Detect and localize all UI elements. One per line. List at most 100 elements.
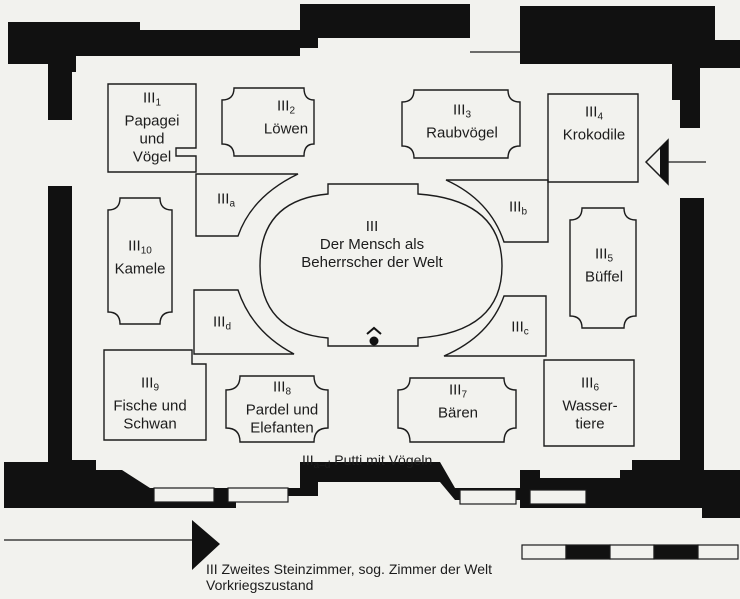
room-sub: 3 — [465, 109, 472, 121]
room-text: Krokodile — [562, 126, 626, 144]
room-sub: b — [521, 206, 528, 218]
room-num: III — [128, 237, 141, 255]
room-num: III — [365, 218, 379, 235]
room-sub: 10 — [140, 245, 152, 257]
room-label-c: IIIc — [511, 319, 529, 342]
room-num: III — [140, 374, 154, 392]
room-sub: 7 — [461, 389, 468, 401]
scale-bar-icon — [521, 544, 739, 560]
room-outline-1 — [107, 83, 197, 173]
bottom-openings — [153, 487, 587, 505]
room-outline-c — [443, 295, 547, 357]
bottom-opening-4 — [529, 489, 587, 505]
top-wall-left — [8, 4, 470, 120]
bottom-wall-right — [300, 462, 740, 518]
room-outline-10 — [107, 197, 173, 325]
room-text: tiere — [575, 415, 605, 433]
room-text: Vögel — [132, 148, 172, 166]
room-text: Wasser- — [562, 397, 618, 415]
legend-num: III — [302, 452, 314, 468]
room-sub: c — [523, 326, 529, 338]
room-sub: 8 — [285, 386, 292, 398]
room-label-b: IIIb — [509, 199, 527, 222]
room-num: III — [212, 313, 226, 331]
room-text: Beherrscher der Welt — [301, 254, 443, 271]
room-text: Fische und — [113, 397, 187, 415]
room-outline-center — [259, 183, 503, 347]
room-sub: 1 — [155, 97, 162, 109]
room-text: Elefanten — [250, 419, 314, 437]
room-num: III — [216, 190, 230, 208]
room-sub: 5 — [607, 253, 614, 265]
legend-putti: IIIa–d Putti mit Vögeln — [302, 452, 432, 471]
room-text: Bären — [437, 404, 479, 422]
room-sub: a — [229, 198, 236, 210]
room-num: III — [276, 97, 290, 115]
room-text: Papagei — [124, 112, 180, 130]
room-sub: d — [225, 321, 232, 333]
room-num: III — [508, 198, 522, 216]
bottom-opening-2 — [227, 487, 289, 503]
room-outline-a — [195, 173, 299, 237]
room-outline-d — [193, 289, 295, 355]
room-text: Schwan — [123, 415, 177, 433]
room-num: III — [448, 381, 462, 399]
bottom-wall-left — [4, 462, 318, 508]
room-label-center: III Der Mensch als Beherrscher der Welt — [301, 218, 442, 272]
room-label-10: III10 Kamele — [115, 238, 166, 279]
right-wall — [632, 198, 704, 470]
room-num: III — [272, 378, 286, 396]
room-sub: 9 — [153, 382, 160, 394]
room-label-8: III8 Pardel und Elefanten — [246, 379, 319, 438]
bottom-opening-3 — [459, 489, 517, 505]
room-label-9: III9 Fische und Schwan — [113, 375, 186, 434]
room-text: und — [139, 130, 165, 148]
room-label-a: IIIa — [217, 191, 235, 214]
walls — [4, 4, 740, 518]
caption-line-2: Vorkriegszustand — [206, 577, 314, 593]
room-outline-6 — [543, 359, 635, 447]
room-outline-3 — [401, 89, 521, 159]
caption-line-1: III Zweites Steinzimmer, sog. Zimmer der… — [206, 561, 493, 577]
room-num: III — [142, 89, 156, 107]
left-wall — [48, 186, 96, 470]
room-text: Löwen — [263, 120, 309, 138]
room-num: III — [452, 101, 466, 119]
room-outline-2 — [221, 87, 315, 157]
room-outline-b — [445, 179, 549, 243]
room-num: III — [594, 245, 608, 263]
room-sub: 6 — [593, 382, 600, 394]
room-outline-4 — [547, 93, 639, 183]
room-text: Kamele — [114, 260, 166, 278]
room-label-1: III1 Papagei und Vögel — [124, 90, 179, 167]
top-wall-right — [520, 6, 740, 128]
room-outline-7 — [397, 377, 517, 443]
room-outline-8 — [225, 375, 329, 443]
room-outline-5 — [569, 207, 637, 329]
legend-sub: a–d — [313, 460, 331, 471]
room-num: III — [584, 103, 598, 121]
room-label-2: III2 Löwen — [264, 98, 308, 139]
room-sub: 4 — [597, 111, 604, 123]
room-label-6: III6 Wasser- tiere — [562, 375, 617, 434]
entrance-arrow-icon — [644, 138, 706, 186]
fountain-marker-icon — [366, 326, 382, 346]
room-label-5: III5 Büffel — [585, 246, 623, 287]
room-num: III — [580, 374, 594, 392]
direction-arrow-icon — [192, 520, 220, 570]
figure-caption: III Zweites Steinzimmer, sog. Zimmer der… — [206, 561, 492, 593]
room-label-3: III3 Raubvögel — [426, 102, 498, 143]
bottom-opening-1 — [153, 487, 215, 503]
room-outline-9 — [103, 349, 207, 441]
room-num: III — [511, 318, 524, 336]
legend-text: Putti mit Vögeln — [334, 452, 433, 468]
room-text: Pardel und — [245, 401, 319, 419]
room-label-7: III7 Bären — [438, 382, 478, 423]
room-text: Büffel — [584, 268, 624, 286]
room-label-d: IIId — [213, 314, 231, 337]
room-text: Der Mensch als — [319, 236, 425, 253]
room-text: Raubvögel — [426, 124, 498, 142]
room-sub: 2 — [289, 105, 296, 117]
room-label-4: III4 Krokodile — [563, 104, 626, 145]
